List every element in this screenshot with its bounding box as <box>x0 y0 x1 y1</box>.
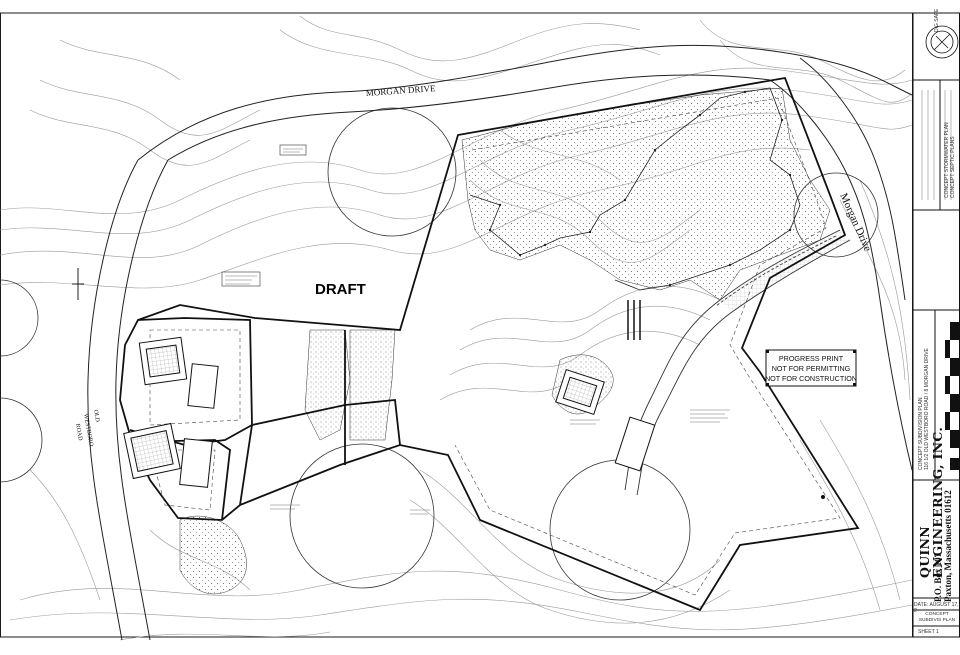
wetland-areas <box>179 87 831 595</box>
old-westboro-label-2: WESTBORO <box>82 413 94 447</box>
old-westboro-road <box>87 159 169 641</box>
company-po-box: P.O. Box 107 <box>933 552 943 602</box>
survey-point <box>821 495 825 499</box>
revision-lines <box>921 90 952 200</box>
project-address: 116 1/2 OLD WESTBORO ROAD / 8 MORGAN DRI… <box>924 348 930 470</box>
old-westboro-label-1: OLD <box>92 409 100 423</box>
company-address: P.O. Box 107 Paxton, Massachusetts 01612 <box>933 490 953 602</box>
sheet-title: CONCEPT SUBDIVIS PLAN <box>918 612 956 623</box>
well-radius-circles <box>0 107 879 601</box>
tree-line-ticks <box>488 90 792 287</box>
tree-line <box>469 87 801 291</box>
draft-watermark: DRAFT <box>315 281 366 298</box>
revision-2: CONCEPT SEPTIC PLANS <box>950 136 956 198</box>
septic-field <box>627 300 641 340</box>
annotation-boxes <box>221 144 307 287</box>
progress-print-line2: NOT FOR PERMITTING <box>772 364 851 373</box>
progress-print-box: PROGRESS PRINT NOT FOR PERMITTING NOT FO… <box>765 349 857 387</box>
morgan-drive-road <box>137 44 913 471</box>
sheet-number: SHEET 1 <box>918 629 939 635</box>
annotation-scribbles <box>225 148 730 515</box>
morgan-drive-top-label: MORGAN DRIVE <box>365 83 436 98</box>
company-city: Paxton, Massachusetts 01612 <box>943 490 953 602</box>
buildings <box>123 336 656 488</box>
dig-safe-text: DIG SAFE <box>934 8 940 32</box>
plan-date: DATE: AUGUST 17, 2 <box>914 602 959 614</box>
progress-print-line1: PROGRESS PRINT <box>779 354 844 363</box>
project-title-block: CONCEPT SUBDIVISION PLAN 116 1/2 OLD WES… <box>918 348 930 470</box>
scale-bar <box>945 322 960 470</box>
progress-print-line3: NOT FOR CONSTRUCTION <box>765 374 857 383</box>
dig-safe-logo <box>925 25 959 59</box>
old-westboro-label-3: ROAD <box>74 423 83 441</box>
revision-notes: CONCEPT STORMWATER PLAN CONCEPT SEPTIC P… <box>944 122 956 198</box>
benchmark-marker <box>72 268 84 300</box>
